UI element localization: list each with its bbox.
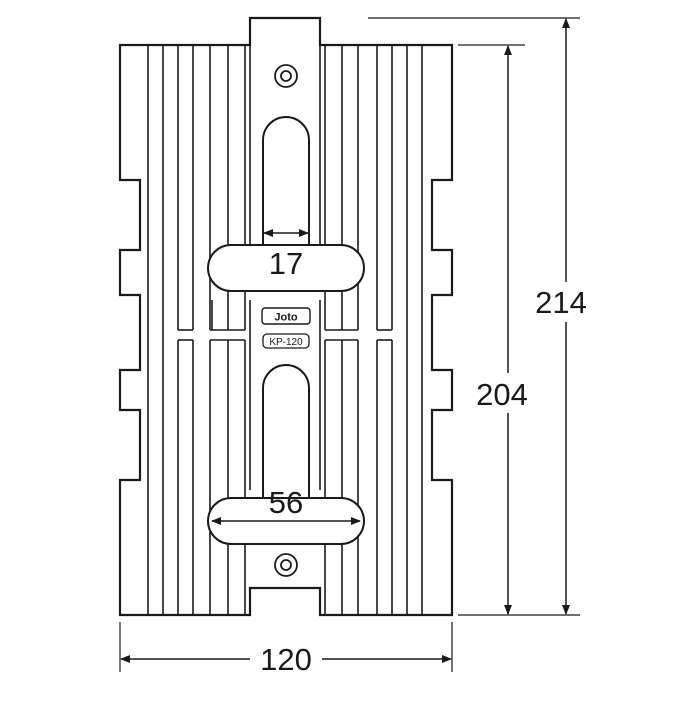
- vertical-slot-top: [262, 116, 310, 250]
- dimension-label-inner-height: 204: [476, 377, 528, 412]
- label-bg-total-height: [525, 282, 597, 322]
- model-badge: KP-120: [262, 333, 310, 349]
- grooves-right: [324, 45, 423, 615]
- brand-badge: Joto: [261, 307, 311, 325]
- label-bg-width: [250, 640, 322, 678]
- mounting-hole-top: [274, 64, 298, 88]
- brand-label: Joto: [274, 312, 298, 324]
- center-bands: [211, 45, 321, 490]
- mounting-hole-bottom: [274, 553, 298, 577]
- dimension-label-slot-length: 56: [269, 485, 303, 520]
- dimension-label-width: 120: [260, 642, 312, 677]
- vertical-slot-bottom: [262, 364, 310, 505]
- extension-lines: [119, 17, 580, 672]
- horizontal-slot-upper: [207, 244, 365, 292]
- dimension-label-total-height: 214: [535, 285, 587, 320]
- dimension-label-slot-width: 17: [269, 246, 303, 281]
- model-label: KP-120: [269, 337, 303, 348]
- label-bg-inner-height: [466, 373, 538, 413]
